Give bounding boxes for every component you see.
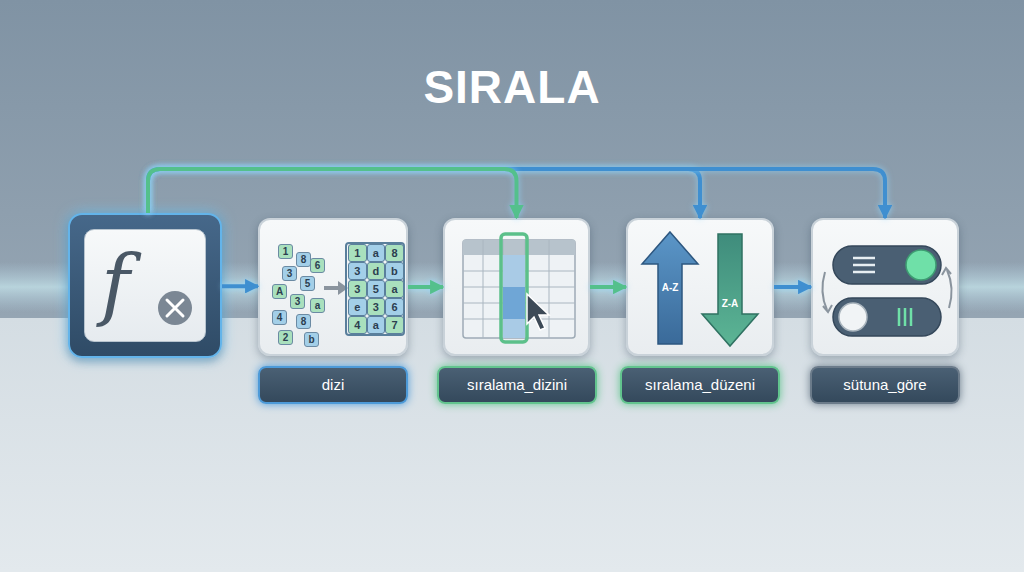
array-cell: 4: [348, 316, 367, 334]
icon-tile: 1836A53482ba1a83db35ae364a7: [258, 218, 408, 356]
parameter-node: sıralama_dizini: [443, 218, 590, 406]
parameter-label: dizi: [258, 366, 408, 404]
icon-tile: [811, 218, 959, 356]
unsorted-value: A: [272, 284, 287, 299]
unsorted-value: 3: [290, 294, 305, 309]
array-cell: 7: [385, 316, 404, 334]
array-cell: 1: [348, 244, 367, 262]
unsorted-value: 5: [300, 276, 315, 291]
unsorted-value: 6: [310, 258, 325, 273]
parameter-label: sıralama_dizini: [437, 366, 597, 404]
unsorted-value: 1: [278, 244, 293, 259]
array-cell: 3: [348, 262, 367, 280]
parameter-node: sütuna_göre: [811, 218, 959, 406]
array-cell: a: [367, 244, 386, 262]
toggle-switches: [813, 220, 961, 358]
array-cell: 6: [385, 298, 404, 316]
function-frame: f: [68, 213, 222, 358]
order-label: A-Z: [652, 282, 688, 296]
unsorted-value: 2: [278, 330, 293, 345]
parameter-label: sıralama_düzeni: [620, 366, 780, 404]
array-cell: a: [385, 280, 404, 298]
bracket-arrow: [148, 169, 885, 218]
array-cell: e: [348, 298, 367, 316]
array-cell: 5: [367, 280, 386, 298]
unsorted-value: 8: [296, 252, 311, 267]
flow-arrow: [408, 285, 443, 289]
parameter-name: sütuna_göre: [843, 376, 926, 393]
parameter-name: dizi: [322, 376, 345, 393]
array-cell: 3: [367, 298, 386, 316]
unsorted-value: 4: [272, 310, 287, 325]
flow-arrow: [590, 285, 626, 289]
parameter-label: sütuna_göre: [810, 366, 960, 404]
parameter-name: sıralama_düzeni: [645, 376, 755, 393]
icon-tile: [443, 218, 590, 356]
array-cell: 3: [348, 280, 367, 298]
table-column-illustration: [445, 220, 592, 358]
array-cell: b: [385, 262, 404, 280]
bracket-arrow: [148, 169, 700, 218]
unsorted-value: 3: [282, 266, 297, 281]
parameter-name: sıralama_dizini: [467, 376, 567, 393]
function-node: f: [68, 213, 222, 358]
flow-arrow: [222, 284, 258, 288]
diagram-title: SIRALA: [0, 60, 1024, 114]
order-label: Z-A: [712, 298, 748, 312]
bracket-arrow: [148, 169, 517, 218]
parameter-node: A-Z Z-A sıralama_düzeni: [626, 218, 774, 406]
sort-order-arrows: [628, 220, 776, 358]
unsorted-value: a: [310, 298, 325, 313]
icon-tile: A-Z Z-A: [626, 218, 774, 356]
unsorted-value: 8: [296, 314, 311, 329]
function-tile: f: [84, 229, 206, 342]
array-cell: a: [367, 316, 386, 334]
array-cell: d: [367, 262, 386, 280]
function-symbol: f: [101, 234, 130, 334]
flow-arrow: [774, 285, 811, 289]
unsorted-value: b: [304, 332, 319, 347]
array-cell: 8: [385, 244, 404, 262]
parameter-node: 1836A53482ba1a83db35ae364a7dizi: [258, 218, 408, 406]
